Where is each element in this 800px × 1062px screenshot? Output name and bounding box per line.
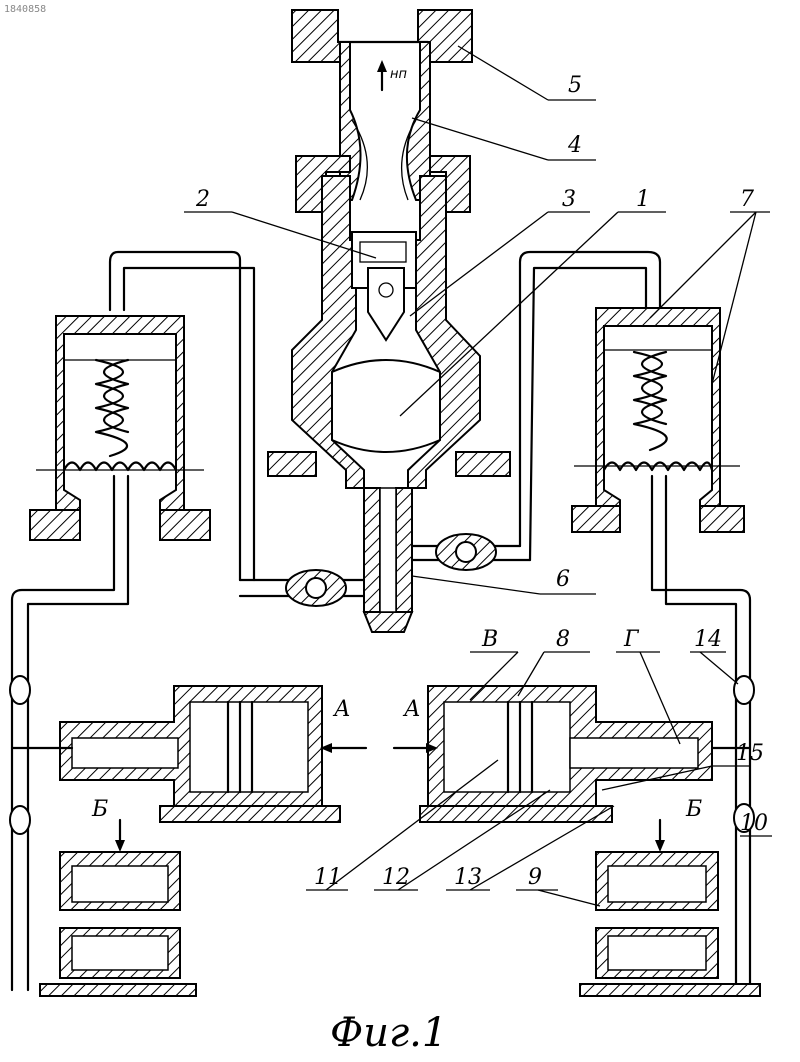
flow-label: нп xyxy=(390,67,407,82)
label-14: 14 xyxy=(694,627,722,652)
label-15: 15 xyxy=(736,741,764,766)
top-flange xyxy=(292,10,472,62)
label-10: 10 xyxy=(740,811,768,836)
label-A-left: А xyxy=(332,697,351,722)
label-G: Г xyxy=(623,627,640,652)
figure-caption: Фиг.1 xyxy=(330,1010,447,1056)
label-A-right: А xyxy=(402,697,421,722)
label-B-right: Б xyxy=(685,797,702,822)
label-1: 1 xyxy=(636,187,650,212)
label-V: В xyxy=(481,627,498,652)
left-cylinder: А xyxy=(10,676,366,834)
right-reservoir: Б xyxy=(580,797,760,996)
left-reservoir: Б xyxy=(40,797,196,996)
watermark-text: 1840858 xyxy=(4,4,46,15)
label-11: 11 xyxy=(314,865,342,890)
body-supports xyxy=(268,452,510,476)
label-4: 4 xyxy=(567,133,582,158)
label-2: 2 xyxy=(195,187,210,212)
label-6: 6 xyxy=(556,567,570,592)
label-5: 5 xyxy=(568,73,582,98)
outlet-stem xyxy=(364,488,412,632)
label-8: 8 xyxy=(556,627,570,652)
label-7: 7 xyxy=(740,187,754,212)
ejector-body: нп xyxy=(292,42,480,488)
label-B-left: Б xyxy=(91,797,108,822)
label-9: 9 xyxy=(528,865,542,890)
label-12: 12 xyxy=(382,865,410,890)
label-3: 3 xyxy=(562,187,576,212)
label-13: 13 xyxy=(454,865,482,890)
